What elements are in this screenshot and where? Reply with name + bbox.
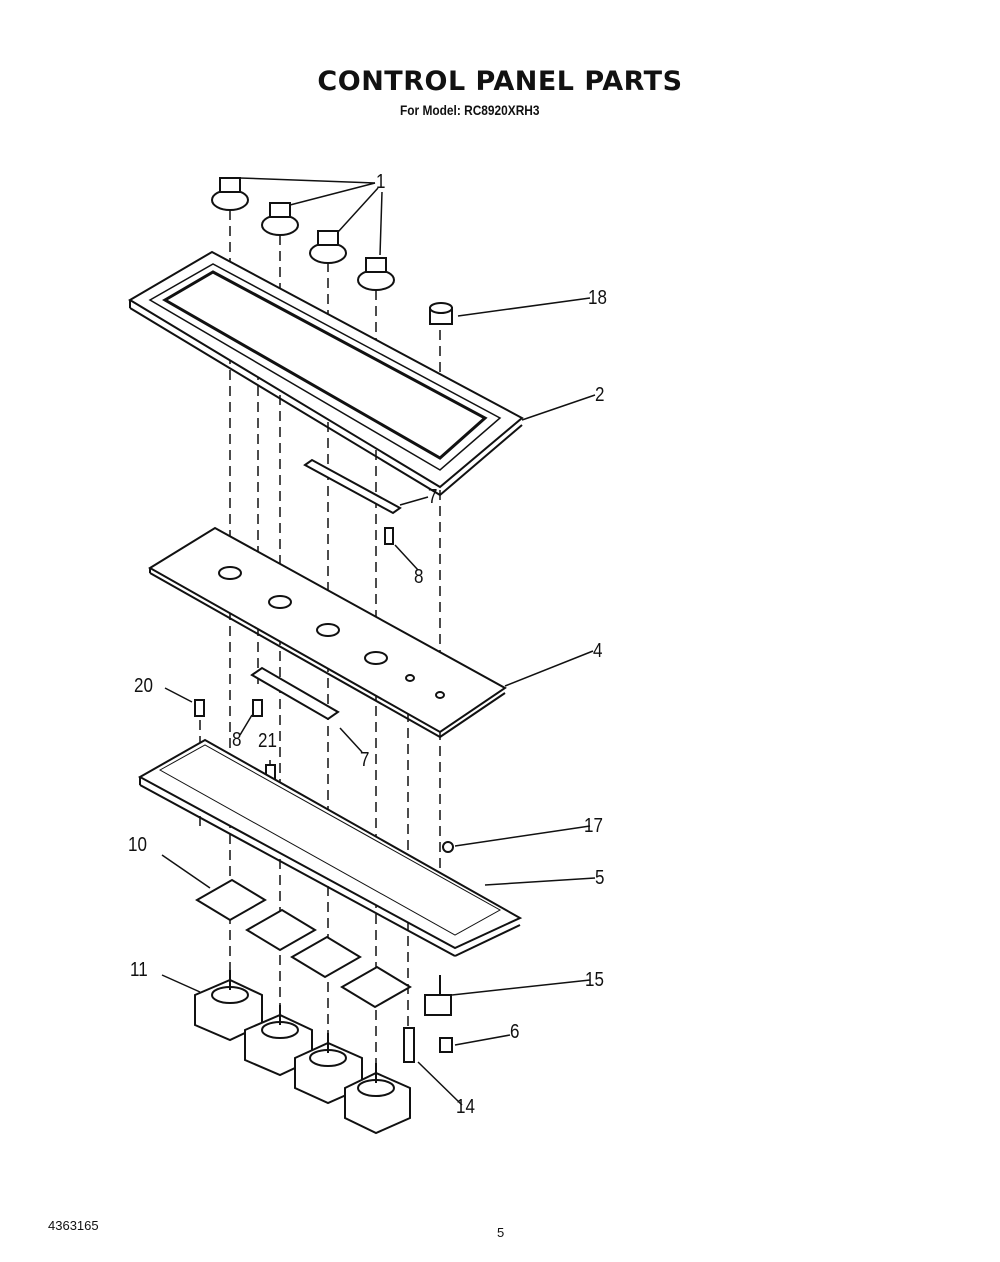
- callout-15: 15: [585, 969, 604, 991]
- document-number: 4363165: [48, 1218, 99, 1233]
- knobs: [211, 177, 395, 291]
- control-panel-frame: [128, 250, 524, 496]
- callout-18: 18: [588, 287, 607, 309]
- knob-18: [429, 302, 453, 325]
- screw-8: [384, 527, 394, 545]
- leader-lines: [161, 177, 596, 1106]
- callout-2: 2: [595, 384, 605, 406]
- callout-7-lower: 7: [360, 749, 370, 771]
- screws: [194, 699, 454, 853]
- page-number: 5: [497, 1225, 505, 1240]
- callout-14: 14: [456, 1096, 475, 1118]
- callout-21: 21: [258, 730, 277, 752]
- clip-6: [439, 1037, 453, 1053]
- switches: [194, 970, 411, 1135]
- callout-5: 5: [595, 867, 605, 889]
- bracket-7: [303, 458, 402, 515]
- callout-7: 7: [428, 486, 438, 508]
- callout-8-lower: 8: [232, 729, 242, 751]
- callout-10: 10: [128, 834, 147, 856]
- callout-4: 4: [593, 640, 603, 662]
- callout-1: 1: [376, 171, 386, 193]
- switch-15: [424, 975, 452, 1016]
- callout-20: 20: [134, 675, 153, 697]
- callout-17: 17: [584, 815, 603, 837]
- insulator-pads: [195, 878, 412, 1009]
- model-subtitle: For Model: RC8920XRH3: [400, 102, 540, 118]
- page-title: CONTROL PANEL PARTS: [317, 66, 683, 97]
- sensor-14: [403, 1027, 415, 1063]
- callout-11: 11: [130, 959, 148, 981]
- bracket-7-lower: [250, 666, 340, 721]
- panel-5: [137, 738, 523, 957]
- panel-4: [148, 526, 507, 738]
- callout-8: 8: [414, 566, 424, 588]
- callout-6: 6: [510, 1021, 520, 1043]
